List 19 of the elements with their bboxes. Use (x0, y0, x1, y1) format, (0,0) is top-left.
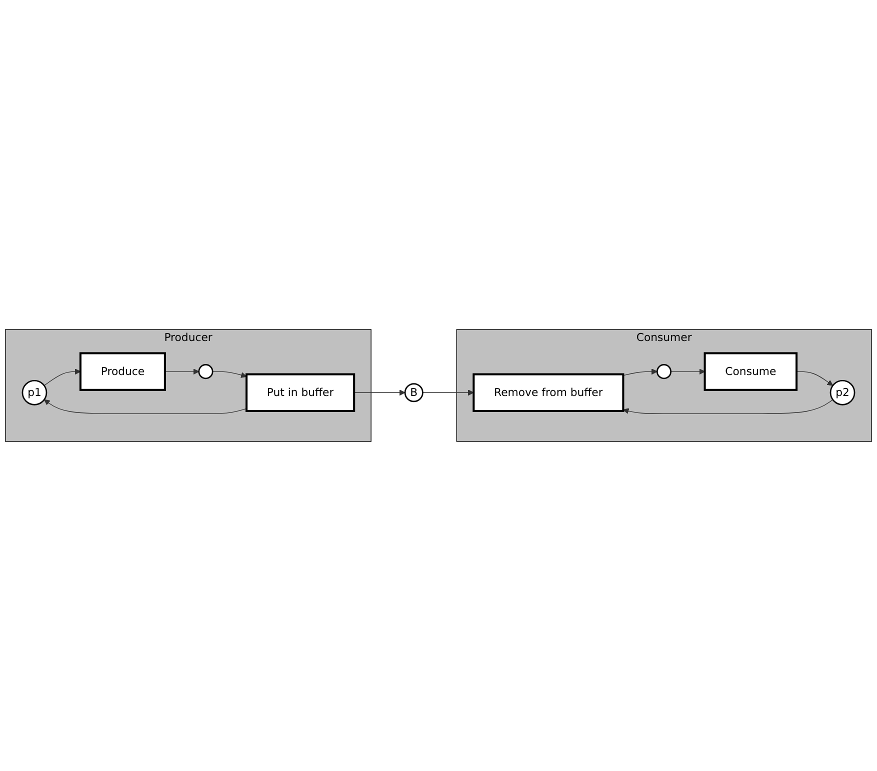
arrow (422, 390, 474, 396)
arrow (164, 368, 200, 375)
node-circle: p2 (830, 380, 856, 406)
arrow (212, 371, 247, 378)
arrow (44, 399, 247, 414)
arrow (44, 368, 81, 386)
node-box: Produce (79, 352, 166, 391)
node-box: Consume (704, 352, 798, 391)
node-circle: p1 (22, 380, 48, 406)
arrow (796, 371, 834, 386)
arrow (354, 390, 406, 396)
arrow (670, 368, 706, 375)
node-box: Remove from buffer (472, 373, 624, 412)
arrow (622, 368, 658, 376)
arrow (622, 399, 834, 414)
node-circle (656, 364, 672, 380)
node-box: Put in buffer (246, 373, 356, 412)
node-circle: B (404, 383, 424, 402)
node-circle (198, 364, 214, 380)
